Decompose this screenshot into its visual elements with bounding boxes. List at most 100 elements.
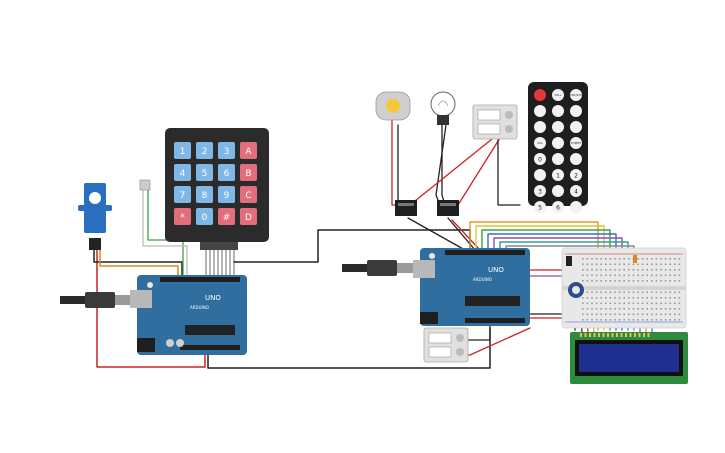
breadboard-hole (595, 313, 598, 316)
breadboard[interactable] (561, 247, 687, 329)
remote-key[interactable] (534, 105, 546, 117)
remote-key[interactable] (570, 153, 582, 165)
remote-key[interactable]: 6 (552, 201, 564, 213)
keypad-key[interactable]: 3 (218, 142, 235, 159)
remote-key[interactable] (570, 121, 582, 133)
remote-key[interactable] (534, 137, 546, 149)
motor-wire-red[interactable] (391, 119, 401, 206)
keypad-key[interactable]: 0 (196, 208, 213, 225)
lcd-display[interactable] (570, 332, 688, 384)
breadboard-hole (623, 302, 625, 305)
breadboard-hole (664, 258, 667, 260)
keypad-key[interactable]: 1 (174, 142, 191, 159)
keypad-key[interactable]: 4 (174, 164, 191, 181)
breadboard-hole (637, 308, 639, 310)
servo-wire-orange[interactable] (99, 249, 179, 276)
keypad-key[interactable]: 9 (218, 186, 235, 203)
keypad-key[interactable]: 7 (174, 186, 191, 203)
arduino-left[interactable]: UNO ARDUINO (130, 275, 247, 355)
relay2-wire[interactable] (447, 217, 476, 251)
breadboard-hole (614, 319, 616, 321)
keypad-key[interactable]: * (174, 208, 191, 225)
breadboard-hole (609, 274, 612, 277)
breadboard-hole (600, 313, 602, 316)
relay1-wire[interactable] (407, 217, 466, 251)
remote-key[interactable] (552, 137, 564, 149)
switch-top[interactable] (472, 104, 518, 140)
servo-wire-black[interactable] (93, 249, 183, 276)
remote-key-face (570, 137, 582, 149)
keypad-key-face (174, 164, 191, 181)
link-wire-black-bottom[interactable] (207, 327, 491, 369)
servo-motor[interactable] (78, 183, 112, 250)
keypad-key-label: 7 (180, 191, 186, 201)
remote-key[interactable] (570, 89, 582, 101)
remote-key[interactable] (534, 89, 546, 101)
remote-key[interactable]: 3 (534, 185, 546, 197)
remote-key[interactable] (552, 121, 564, 133)
switch-wire-red1[interactable] (409, 134, 498, 206)
keypad-key[interactable]: 8 (196, 186, 213, 203)
remote-key-face (534, 105, 546, 117)
light-bulb[interactable] (430, 91, 456, 125)
remote-key-face (534, 153, 546, 165)
breadboard-hole (646, 297, 648, 299)
breadboard-hole (637, 274, 639, 277)
remote-key[interactable] (534, 121, 546, 133)
keypad-key-label: B (245, 169, 251, 179)
remote-key[interactable] (570, 105, 582, 117)
switch-wire-black[interactable] (497, 139, 521, 206)
relay-2[interactable] (437, 200, 459, 216)
remote-key[interactable] (570, 201, 582, 213)
keypad-key[interactable]: C (240, 186, 257, 203)
remote-key[interactable]: 2 (570, 169, 582, 181)
breadboard-hole (618, 258, 621, 260)
dc-motor[interactable] (375, 91, 411, 121)
breadboard-hole (669, 297, 671, 299)
breadboard-hole (646, 269, 648, 271)
push-button[interactable] (139, 179, 151, 191)
button-wire-green[interactable] (147, 189, 184, 276)
relay-1[interactable] (395, 200, 417, 216)
breadboard-hole (674, 319, 676, 321)
keypad-key[interactable]: # (218, 208, 235, 225)
remote-key[interactable] (552, 185, 564, 197)
breadboard-hole (651, 263, 653, 266)
keypad-key[interactable]: 5 (196, 164, 213, 181)
remote-key[interactable] (570, 137, 582, 149)
breadboard-hole (628, 297, 630, 299)
breadboard-hole (660, 274, 662, 277)
bulb-wire-black2[interactable] (435, 124, 447, 206)
breadboard-hole (646, 313, 648, 316)
keypad-key[interactable]: D (240, 208, 257, 225)
switch-bottom[interactable] (423, 327, 469, 363)
remote-key[interactable] (534, 169, 546, 181)
breadboard-hole (655, 274, 658, 277)
arduino-right[interactable]: UNO ARDUINO (413, 248, 530, 326)
arduino-right-usb-port (413, 260, 435, 278)
keypad-key-label: C (245, 191, 251, 201)
remote-key[interactable]: 0 (534, 153, 546, 165)
keypad-key-label: 6 (224, 169, 230, 179)
keypad-key[interactable]: B (240, 164, 257, 181)
usb-cable-left[interactable] (60, 292, 137, 308)
potentiometer[interactable] (568, 282, 584, 298)
remote-key[interactable]: 1 (552, 169, 564, 181)
motor-wire-black[interactable] (397, 124, 406, 206)
keypad-key-face (240, 164, 257, 181)
remote-key[interactable] (552, 89, 564, 101)
remote-key[interactable] (552, 105, 564, 117)
keypad-key[interactable]: 6 (218, 164, 235, 181)
remote-key[interactable] (552, 153, 564, 165)
remote-key[interactable]: 4 (570, 185, 582, 197)
switch-wire-red2[interactable] (457, 137, 501, 206)
breadboard-hole (618, 280, 621, 282)
keypad-key[interactable]: A (240, 142, 257, 159)
remote-key[interactable]: 5 (534, 201, 546, 213)
keypad-key[interactable]: 2 (196, 142, 213, 159)
button-wire-white[interactable] (142, 189, 188, 276)
usb-cable-right[interactable] (342, 260, 419, 276)
breadboard-hole (591, 319, 593, 321)
